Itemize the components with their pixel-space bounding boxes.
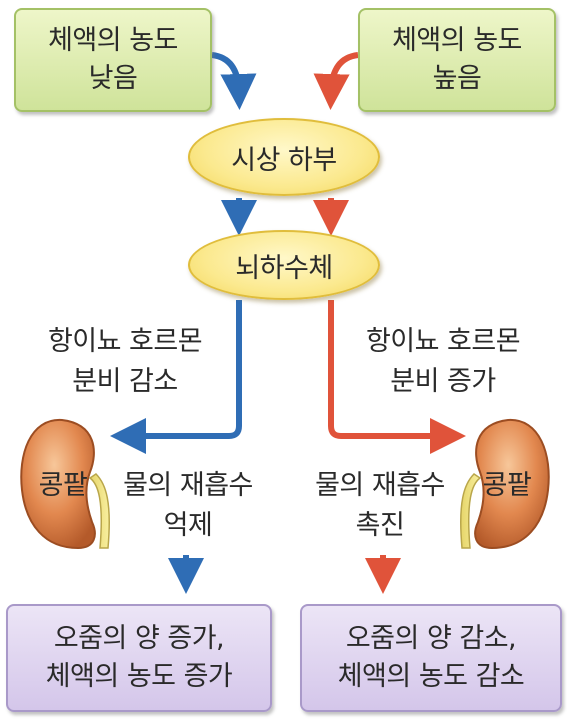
left-reabsorption-line2: 억제 <box>163 510 213 541</box>
result-increase-line1: 오줌의 양 감소, <box>345 623 517 654</box>
low-concentration-box: 체액의 농도 낮음 <box>14 8 212 112</box>
right-hormone-line2: 분비 증가 <box>390 366 496 397</box>
arrow-high-to-hypothalamus <box>313 52 359 110</box>
arrow-blue-to-left-kidney <box>110 300 242 454</box>
pituitary-oval: 뇌하수체 <box>188 230 380 300</box>
right-kidney-label: 콩팥 <box>482 470 532 501</box>
right-reabsorption-line2: 촉진 <box>355 510 405 541</box>
hypothalamus-label: 시상 하부 <box>231 144 337 176</box>
left-kidney-icon <box>20 418 111 550</box>
left-kidney-label: 콩팥 <box>38 470 88 501</box>
result-decrease-line1: 오줌의 양 증가, <box>53 623 225 654</box>
pituitary-label: 뇌하수체 <box>235 252 333 284</box>
right-hormone-line1: 항이뇨 호르몬 <box>365 326 521 357</box>
result-decrease-box: 오줌의 양 증가, 체액의 농도 증가 <box>6 604 272 712</box>
left-reabsorption-line1: 물의 재흡수 <box>123 470 253 501</box>
left-hormone-line1: 항이뇨 호르몬 <box>47 326 203 357</box>
left-hormone-text: 항이뇨 호르몬 분비 감소 <box>20 322 230 402</box>
right-reabsorption-text: 물의 재흡수 촉진 <box>300 466 460 546</box>
hypothalamus-oval: 시상 하부 <box>188 118 380 196</box>
high-concentration-box: 체액의 농도 높음 <box>358 8 556 112</box>
right-hormone-text: 항이뇨 호르몬 분비 증가 <box>338 322 548 402</box>
result-increase-box: 오줌의 양 감소, 체액의 농도 감소 <box>300 604 562 712</box>
left-hormone-line2: 분비 감소 <box>72 366 178 397</box>
right-kidney-icon <box>459 418 550 550</box>
high-concentration-line2: 높음 <box>432 63 482 94</box>
right-reabsorption-line1: 물의 재흡수 <box>315 470 445 501</box>
result-decrease-line2: 체액의 농도 증가 <box>45 661 233 692</box>
high-concentration-line1: 체액의 농도 <box>392 25 522 56</box>
low-concentration-line1: 체액의 농도 <box>48 25 178 56</box>
left-reabsorption-text: 물의 재흡수 억제 <box>108 466 268 546</box>
result-increase-line2: 체액의 농도 감소 <box>337 661 525 692</box>
arrow-low-to-hypothalamus <box>211 52 257 110</box>
low-concentration-line2: 낮음 <box>88 63 138 94</box>
arrow-red-to-right-kidney <box>328 300 466 454</box>
